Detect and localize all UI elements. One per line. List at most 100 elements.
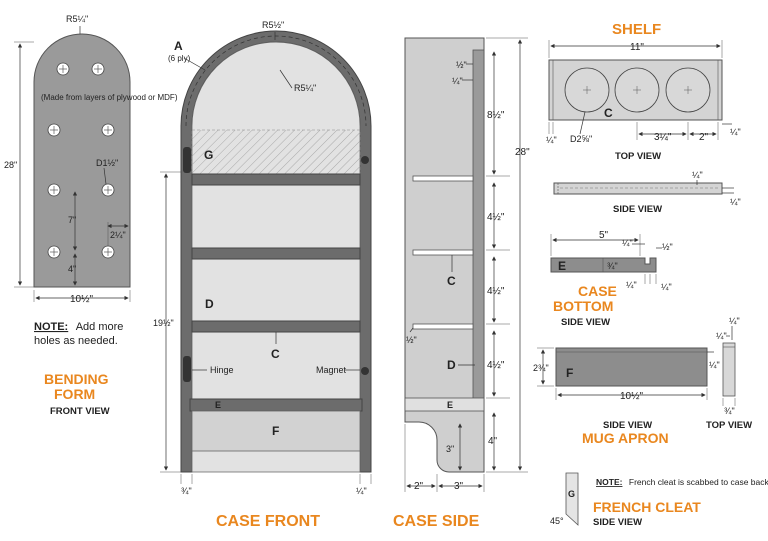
case-bottom-width: 5"	[599, 230, 609, 241]
case-bottom-view: SIDE VIEW	[561, 317, 610, 328]
case-front-shelf-3	[191, 320, 361, 333]
dado-1	[412, 175, 474, 182]
case-front-dim-right: ¼"	[356, 486, 367, 496]
case-bottom-q1: ¼"	[626, 280, 637, 290]
case-side-title: CASE SIDE	[393, 513, 480, 530]
french-cleat: G 45° NOTE: French cleat is scabbed to c…	[550, 472, 768, 528]
mug-apron-height: 2¾"	[533, 363, 549, 373]
mug-apron-top-view	[722, 342, 736, 397]
case-front-shelf-1	[191, 173, 361, 186]
case-bottom-q2: ¼"	[661, 282, 672, 292]
mug-apron-side-q: ¼"	[709, 360, 720, 370]
case-side-dim-total: 28"	[515, 147, 530, 158]
shelf-width: 11"	[630, 42, 644, 53]
bending-form-height: 28"	[4, 160, 17, 170]
mug-apron-width: 10½"	[620, 391, 643, 402]
note-text-1: Add more	[76, 321, 124, 333]
case-front-part-d: D	[205, 297, 214, 311]
case-front-shelf-2	[191, 247, 361, 260]
case-side-dim-bottom: 4"	[488, 436, 498, 447]
case-side-bottom-e	[404, 397, 485, 412]
mug-apron-view-top: TOP VIEW	[706, 420, 752, 431]
french-cleat-title: FRENCH CLEAT	[593, 499, 701, 515]
bending-form: R5¼" 28" (Made from layers of plywood or…	[4, 14, 178, 417]
case-front-part-g: G	[204, 148, 213, 162]
shelf-dim-right: ¼"	[730, 127, 741, 137]
mug-apron-view-side: SIDE VIEW	[603, 420, 652, 431]
mug-apron-part-f: F	[566, 366, 573, 380]
dado-3	[412, 323, 474, 330]
bending-form-title-1: BENDING	[44, 371, 109, 387]
case-side-chain-dims	[486, 37, 528, 473]
bending-form-width: 10½"	[70, 294, 93, 305]
case-front-part-f: F	[272, 424, 279, 438]
shelf-side-dim: ¼"	[692, 170, 703, 180]
case-front-height: 19½"	[153, 318, 174, 328]
case-side-part-e: E	[447, 400, 453, 410]
case-side-dim-s2: 4½"	[487, 212, 505, 223]
case-bottom-notch-h: ½"	[662, 242, 673, 252]
bending-form-radius: R5¼"	[66, 14, 88, 24]
hinge-top	[183, 147, 191, 173]
mug-apron-top-q2: ¼"	[729, 316, 740, 326]
mug-apron-top-q1: ¼"	[716, 331, 727, 341]
french-cleat-angle: 45°	[550, 516, 564, 526]
hinge-bottom	[183, 356, 191, 382]
case-side-dim-2-bottom: 2"	[414, 481, 424, 492]
case-side-part-d: D	[447, 358, 456, 372]
bending-form-title-2: FORM	[54, 386, 95, 402]
mug-apron-top-thick: ¾"	[724, 406, 735, 416]
french-cleat-note-prefix: NOTE:	[596, 477, 623, 487]
mug-apron: F 2¾" 10½" ¼" ¼" ¼" ¾" SIDE VIEW TOP VIE…	[533, 316, 752, 446]
shelf-spacing: 3¼"	[654, 131, 672, 143]
magnet-label: Magnet	[316, 365, 347, 375]
case-side-dim-half: ½"	[456, 60, 467, 70]
case-side-dim-s3: 4½"	[487, 286, 505, 297]
shelf-edge: 2"	[699, 132, 709, 143]
bending-form-note: (Made from layers of plywood or MDF)	[41, 93, 178, 102]
case-side-dim-s4: 4½"	[487, 360, 505, 371]
case-front: A (6 ply) R5½" R5¼" G D C E F Hinge Magn…	[153, 20, 372, 530]
bending-form-view: FRONT VIEW	[50, 406, 110, 417]
shelf-dim-left: ¼"	[546, 135, 557, 145]
shelf: SHELF 11" C D2⅝" ¼" 3¼" 2" ¼" TOP VIEW	[546, 21, 741, 215]
hinge-label: Hinge	[210, 365, 234, 375]
cleat-hatch	[191, 129, 361, 175]
french-cleat-part-g: G	[568, 489, 575, 499]
bending-form-plate	[33, 33, 131, 288]
case-side-dim-half-low: ½"	[406, 335, 417, 345]
case-side: E C D ½" ¼" ½" 8½" 4½" 4½" 4½"	[393, 37, 530, 530]
shelf-view-top: TOP VIEW	[615, 151, 661, 162]
case-side-dim-3: 3"	[446, 444, 454, 454]
french-cleat-note-text: French cleat is scabbed to case back.	[629, 477, 768, 487]
dado-2	[412, 249, 474, 256]
shelf-cup-dia: D2⅝"	[570, 134, 592, 144]
bending-form-holes	[47, 62, 115, 259]
shelf-side-dim-right: ¼"	[730, 197, 741, 207]
case-side-dim-3-bottom: 3"	[454, 481, 464, 492]
case-front-ply-note: (6 ply)	[168, 54, 191, 63]
bending-form-note-block: NOTE: Add more	[34, 317, 123, 334]
shelf-part-c: C	[604, 106, 613, 120]
case-front-title: CASE FRONT	[216, 513, 320, 530]
french-cleat-piece	[565, 472, 579, 526]
case-front-part-e: E	[215, 400, 221, 410]
case-side-dim-s1: 8½"	[487, 110, 505, 121]
note-prefix: NOTE:	[34, 321, 68, 333]
magnet-top	[361, 156, 369, 164]
case-front-apron-f	[191, 410, 361, 452]
case-side-part-c: C	[447, 274, 456, 288]
case-bottom-thickness: ¾"	[607, 261, 618, 271]
case-side-dim-quarter: ¼"	[452, 76, 463, 86]
case-front-part-a: A	[174, 39, 183, 53]
mug-apron-title: MUG APRON	[582, 430, 669, 446]
case-bottom-notch-q: ¼"	[622, 238, 633, 248]
french-cleat-note: NOTE: French cleat is scabbed to case ba…	[596, 472, 768, 489]
shelf-side-board	[553, 182, 723, 195]
case-bottom: 5" E ¾" ¼" ½" ¼" ¼" CASE BOTTOM SIDE VIE…	[550, 230, 673, 328]
mug-apron-board	[555, 347, 708, 387]
case-front-inner-radius: R5¼"	[294, 83, 316, 93]
case-front-part-c: C	[271, 347, 280, 361]
case-bottom-part-e: E	[558, 259, 566, 273]
